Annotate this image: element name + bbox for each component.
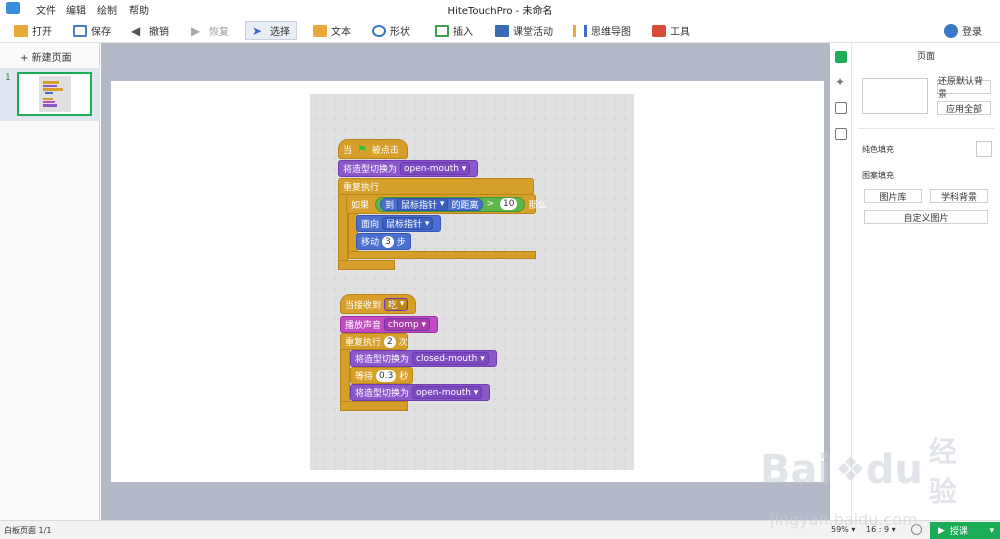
repeat-block-bottom — [340, 401, 408, 411]
comparison-operator: 到 鼠标指针 ▾ 的距离 > 10 — [375, 196, 526, 212]
thumbnail-stage — [39, 76, 71, 112]
watermark-url: jingyan.baidu.com — [770, 510, 918, 529]
solid-fill-label: 纯色填充 — [862, 145, 894, 154]
switch-costume-block: 将造型切换为 open-mouth ▾ — [338, 160, 479, 177]
status-bar: 白板页面 1/1 59% ▾ 16 : 9 ▾ ▶ 授课 ▾ — [0, 520, 1000, 539]
menu-file[interactable]: 文件 — [36, 6, 56, 17]
chevron-down-icon: ▾ — [989, 525, 994, 536]
custom-image-button[interactable]: 自定义图片 — [864, 210, 988, 224]
text-icon — [313, 24, 327, 37]
classroom-activity-button[interactable]: 课堂活动 — [495, 21, 553, 40]
folder-icon — [14, 24, 28, 37]
divider — [858, 128, 994, 129]
image-icon — [435, 24, 449, 37]
shape-button[interactable]: 形状 — [372, 21, 410, 40]
mindmap-button[interactable]: 思维导图 — [573, 21, 631, 40]
property-tab-strip: ✦ — [830, 43, 852, 520]
window-title: HiteTouchPro - 未命名 — [447, 6, 553, 17]
restore-default-bg-button[interactable]: 还原默认背景 — [937, 77, 991, 100]
activity-icon — [495, 24, 509, 37]
save-icon — [73, 24, 87, 37]
redo-button[interactable]: ▶恢复 — [191, 23, 229, 39]
save-button[interactable]: 保存 — [73, 21, 111, 40]
background-preview — [862, 78, 928, 114]
whiteboard-page[interactable]: 当 ⚑ 被点击 将造型切换为 open-mouth ▾ 重复执行 如果 到 鼠标… — [111, 81, 824, 482]
color-swatch[interactable] — [976, 141, 992, 157]
app-logo-icon — [6, 2, 20, 14]
aspect-ratio[interactable]: 16 : 9 ▾ — [866, 525, 896, 534]
play-icon: ▶ — [938, 525, 945, 536]
shape-icon — [372, 24, 386, 37]
if-block-bottom — [348, 251, 536, 259]
if-block: 如果 到 鼠标指针 ▾ 的距离 > 10 那么 — [346, 194, 546, 214]
insert-button[interactable]: 插入 — [435, 21, 473, 40]
tools-button[interactable]: 工具 — [652, 21, 690, 40]
watermark-brand: Bai — [760, 447, 832, 493]
toolbar: 打开 保存 ◀撤销 ▶恢复 ➤选择 文本 形状 插入 课堂活动 思维导图 工具 … — [0, 17, 1000, 43]
text-button[interactable]: 文本 — [313, 21, 351, 40]
watermark-brand-cn: 经验 — [928, 435, 957, 508]
subject-background-button[interactable]: 学科背景 — [930, 189, 988, 203]
layer-icon[interactable] — [835, 102, 847, 114]
wait-seconds-block: 等待 0.3 秒 — [350, 367, 414, 384]
baidu-watermark: Bai ❖ du 经验 jingyan.baidu.com — [760, 430, 957, 529]
paw-icon: ❖ — [835, 450, 866, 490]
open-button[interactable]: 打开 — [14, 21, 52, 40]
undo-icon: ◀ — [131, 23, 141, 38]
canvas-area: 当 ⚑ 被点击 将造型切换为 open-mouth ▾ 重复执行 如果 到 鼠标… — [101, 43, 830, 520]
plus-icon: + — [20, 53, 29, 64]
cursor-icon: ➤ — [252, 23, 263, 38]
scratch-script-image[interactable]: 当 ⚑ 被点击 将造型切换为 open-mouth ▾ 重复执行 如果 到 鼠标… — [310, 94, 634, 470]
title-bar: 文件 编辑 绘制 帮助 HiteTouchPro - 未命名 — [0, 0, 1000, 17]
page-properties-panel: 页面 还原默认背景 应用全部 纯色填充 图案填充 图片库 学科背景 自定义图片 — [852, 43, 1000, 520]
distance-sensor: 到 鼠标指针 ▾ 的距离 — [380, 197, 484, 211]
menu-edit[interactable]: 编辑 — [66, 6, 86, 17]
green-flag-icon: ⚑ — [357, 142, 367, 156]
move-steps-block: 移动 3 步 — [356, 233, 411, 250]
pin-icon[interactable]: ✦ — [835, 75, 846, 89]
watermark-brand-2: du — [865, 447, 923, 493]
page-info: 白板页面 1/1 — [4, 526, 52, 535]
page-thumbnail-panel: + 新建页面 1 — [0, 43, 100, 520]
repeat-times-block: 重复执行 2 次 — [340, 333, 408, 350]
page-thumbnail[interactable] — [17, 72, 92, 116]
forever-block: 重复执行 — [338, 178, 534, 195]
new-page-button[interactable]: + 新建页面 — [20, 53, 72, 64]
hat-block-green-flag: 当 ⚑ 被点击 — [338, 139, 408, 159]
forever-block-bottom — [338, 260, 395, 270]
start-class-button[interactable]: ▶ 授课 ▾ — [930, 522, 1000, 539]
gallery-button[interactable]: 图片库 — [864, 189, 922, 203]
switch-costume-closed-block: 将造型切换为 closed-mouth ▾ — [350, 350, 497, 367]
menu-draw[interactable]: 绘制 — [97, 6, 117, 17]
mindmap-icon — [573, 24, 587, 37]
point-towards-block: 面向 鼠标指针 ▾ — [356, 215, 442, 232]
redo-icon: ▶ — [191, 23, 201, 38]
repeat-block-arm — [340, 349, 350, 409]
zoom-level[interactable]: 59% ▾ — [831, 525, 856, 534]
page-number: 1 — [5, 73, 11, 83]
select-button[interactable]: ➤选择 — [245, 21, 297, 40]
page-settings-icon[interactable] — [835, 51, 847, 63]
switch-costume-open-block: 将造型切换为 open-mouth ▾ — [350, 384, 491, 401]
user-icon — [944, 23, 958, 38]
login-button[interactable]: 登录 — [944, 21, 982, 40]
pattern-fill-label: 图案填充 — [862, 171, 894, 180]
toolbox-icon — [652, 24, 666, 37]
panel-title: 页面 — [916, 52, 935, 62]
settings-icon[interactable] — [911, 524, 922, 535]
menu-help[interactable]: 帮助 — [129, 6, 149, 17]
play-sound-block: 播放声音 chomp ▾ — [340, 316, 439, 333]
storage-icon[interactable] — [835, 128, 847, 140]
apply-all-button[interactable]: 应用全部 — [937, 101, 991, 115]
when-receive-hat-block: 当接收到 吃 ▾ — [340, 294, 417, 314]
undo-button[interactable]: ◀撤销 — [131, 23, 169, 39]
